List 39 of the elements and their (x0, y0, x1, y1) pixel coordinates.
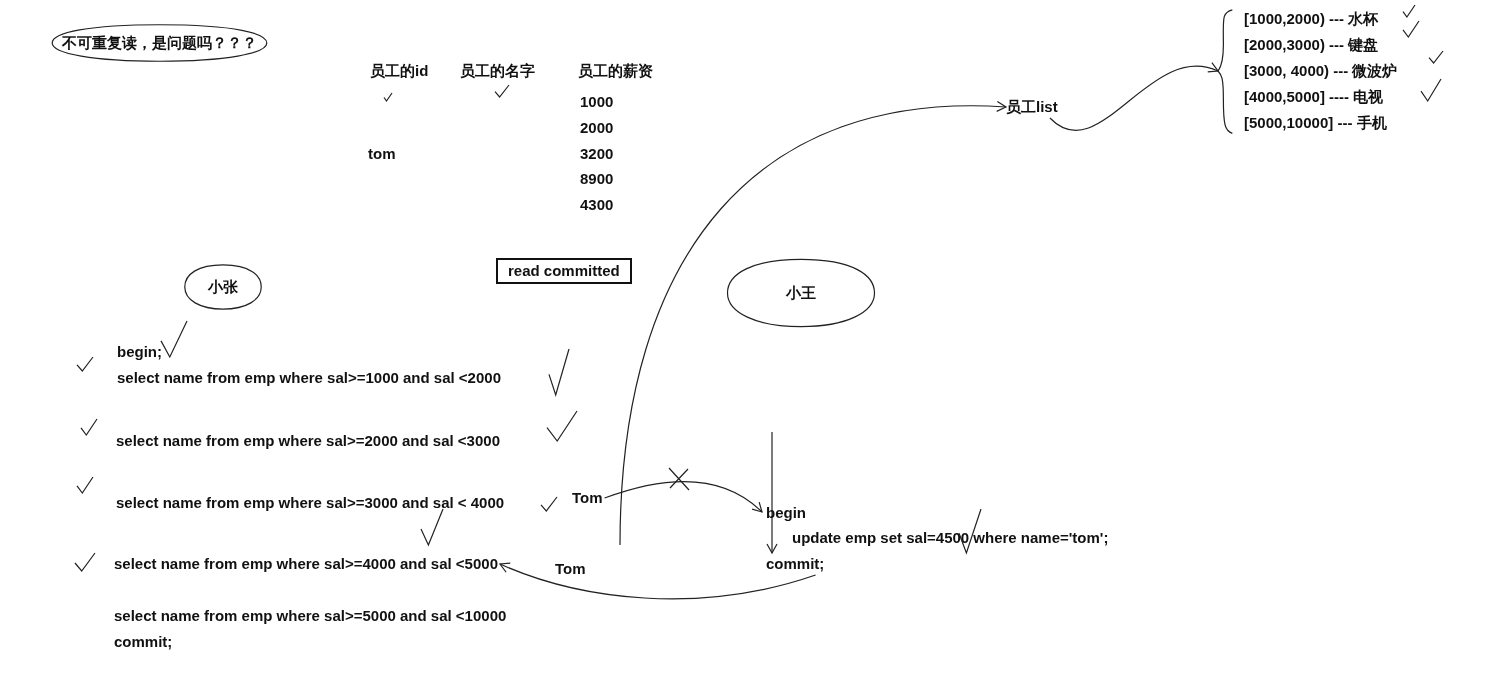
code-line: select name from emp where sal>=4000 and sal <5000 (114, 555, 498, 573)
table-cell: 4300 (580, 196, 614, 213)
column-header: 员工的id (370, 62, 429, 81)
node-label: 小王 (786, 284, 816, 302)
arrow (603, 481, 763, 513)
column-header: 员工的名字 (460, 62, 535, 81)
table-cell: 3200 (580, 145, 614, 162)
code-line: select name from emp where sal>=3000 and sal < 4000 (116, 494, 505, 512)
node-label: 小张 (208, 278, 238, 296)
list-text: 员工list (1006, 98, 1058, 116)
mode-box (496, 258, 632, 284)
range-item: [4000,5000] ---- 电视 (1244, 87, 1385, 107)
node-label: read committed (508, 262, 620, 280)
node-label: 不可重复读，是问题吗？？？ (62, 34, 257, 52)
arrow (499, 562, 817, 600)
code-line: select name from emp where sal>=1000 and sal <2000 (117, 369, 501, 387)
range-item: [3000, 4000) --- 微波炉 (1244, 61, 1398, 81)
range-item: [5000,10000] --- 手机 (1244, 113, 1388, 133)
person-ellipse (726, 258, 876, 328)
code-line: select name from emp where sal>=2000 and sal <3000 (116, 432, 500, 450)
row-name: Tom (572, 489, 603, 507)
table-cell: 8900 (580, 170, 614, 187)
range-item: [1000,2000) --- 水杯 (1244, 9, 1380, 29)
code-line: commit; (766, 555, 825, 573)
arrow (619, 101, 1007, 546)
row-name: Tom (555, 560, 586, 578)
arrow (766, 431, 778, 554)
code-line: commit; (114, 633, 173, 651)
column-header: 员工的薪资 (578, 62, 653, 81)
table-cell: tom (368, 145, 396, 162)
table-cell: 1000 (580, 93, 614, 110)
code-line: begin; (117, 343, 162, 361)
brace-list (1218, 6, 1398, 136)
range-item: [2000,3000) --- 键盘 (1244, 35, 1380, 55)
circled-question (50, 24, 269, 62)
table-cell: 2000 (580, 119, 614, 136)
code-line: select name from emp where sal>=5000 and sal <10000 (114, 607, 507, 625)
person-ellipse (184, 264, 262, 310)
arrow (1049, 63, 1219, 131)
